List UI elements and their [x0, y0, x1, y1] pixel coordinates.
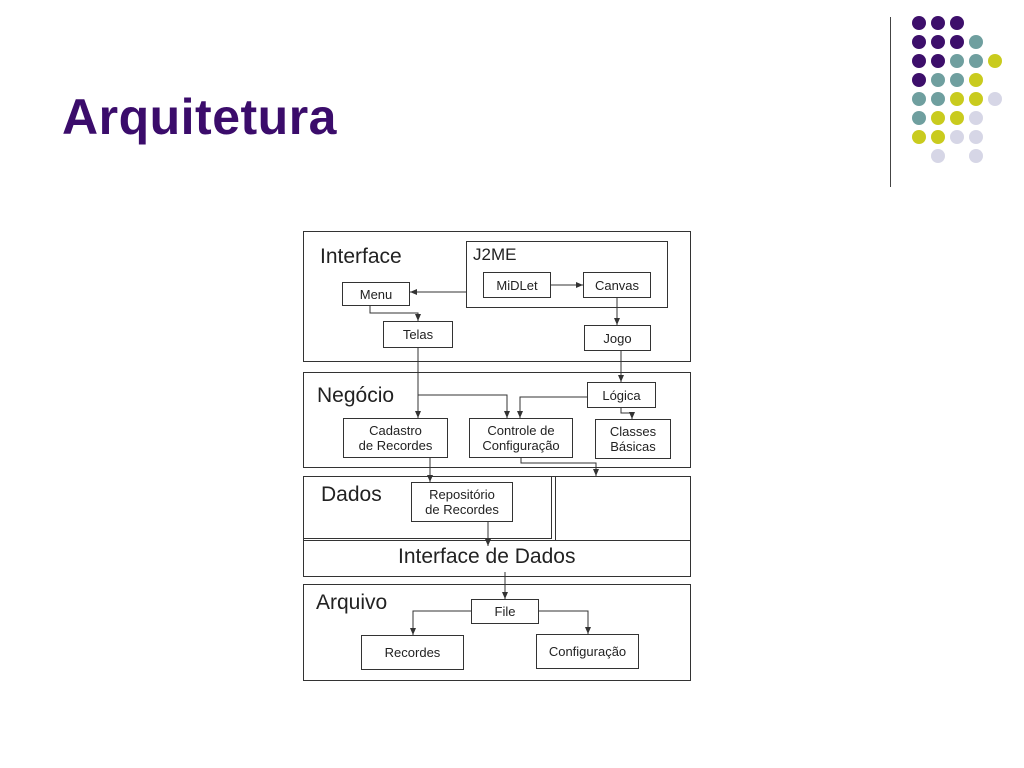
repositorio-node: Repositório de Recordes — [411, 482, 513, 522]
dot — [931, 73, 945, 87]
slide-title: Arquitetura — [62, 89, 337, 145]
dot — [912, 92, 926, 106]
dot — [912, 73, 926, 87]
jogo-node: Jogo — [584, 325, 651, 351]
dot — [912, 111, 926, 125]
dot — [950, 35, 964, 49]
divider-line — [890, 17, 891, 187]
dot — [912, 16, 926, 30]
j2me-section-label: J2ME — [473, 245, 517, 264]
interface-section-label: Interface — [320, 245, 402, 268]
dados-border-line — [555, 476, 556, 540]
dot — [950, 54, 964, 68]
interface-dados-divider — [303, 540, 691, 541]
recordes-node: Recordes — [361, 635, 464, 670]
dot — [969, 149, 983, 163]
dados-section-label: Dados — [321, 483, 382, 506]
controle-node: Controle de Configuração — [469, 418, 573, 458]
dot — [950, 73, 964, 87]
menu-node: Menu — [342, 282, 410, 306]
dot — [931, 149, 945, 163]
dot — [950, 111, 964, 125]
dot — [931, 92, 945, 106]
dot — [969, 54, 983, 68]
dot — [931, 16, 945, 30]
dot — [931, 54, 945, 68]
dot — [931, 35, 945, 49]
interface-dados-label: Interface de Dados — [398, 545, 576, 568]
canvas-node: Canvas — [583, 272, 651, 298]
dot — [969, 73, 983, 87]
dot — [988, 92, 1002, 106]
dot — [988, 54, 1002, 68]
negocio-section-label: Negócio — [317, 384, 395, 407]
dot — [969, 92, 983, 106]
dot — [931, 130, 945, 144]
midlet-node: MiDLet — [483, 272, 551, 298]
dot — [912, 54, 926, 68]
dot — [950, 16, 964, 30]
dot — [931, 111, 945, 125]
dot — [969, 111, 983, 125]
cadastro-node: Cadastro de Recordes — [343, 418, 448, 458]
file-node: File — [471, 599, 539, 624]
dot — [950, 92, 964, 106]
dot — [969, 35, 983, 49]
arquivo-section-label: Arquivo — [316, 591, 388, 614]
dot — [969, 130, 983, 144]
configuracao-node: Configuração — [536, 634, 639, 669]
dot — [912, 130, 926, 144]
logica-node: Lógica — [587, 382, 656, 408]
dot — [912, 35, 926, 49]
classes-node: Classes Básicas — [595, 419, 671, 459]
dot — [950, 130, 964, 144]
telas-node: Telas — [383, 321, 453, 348]
